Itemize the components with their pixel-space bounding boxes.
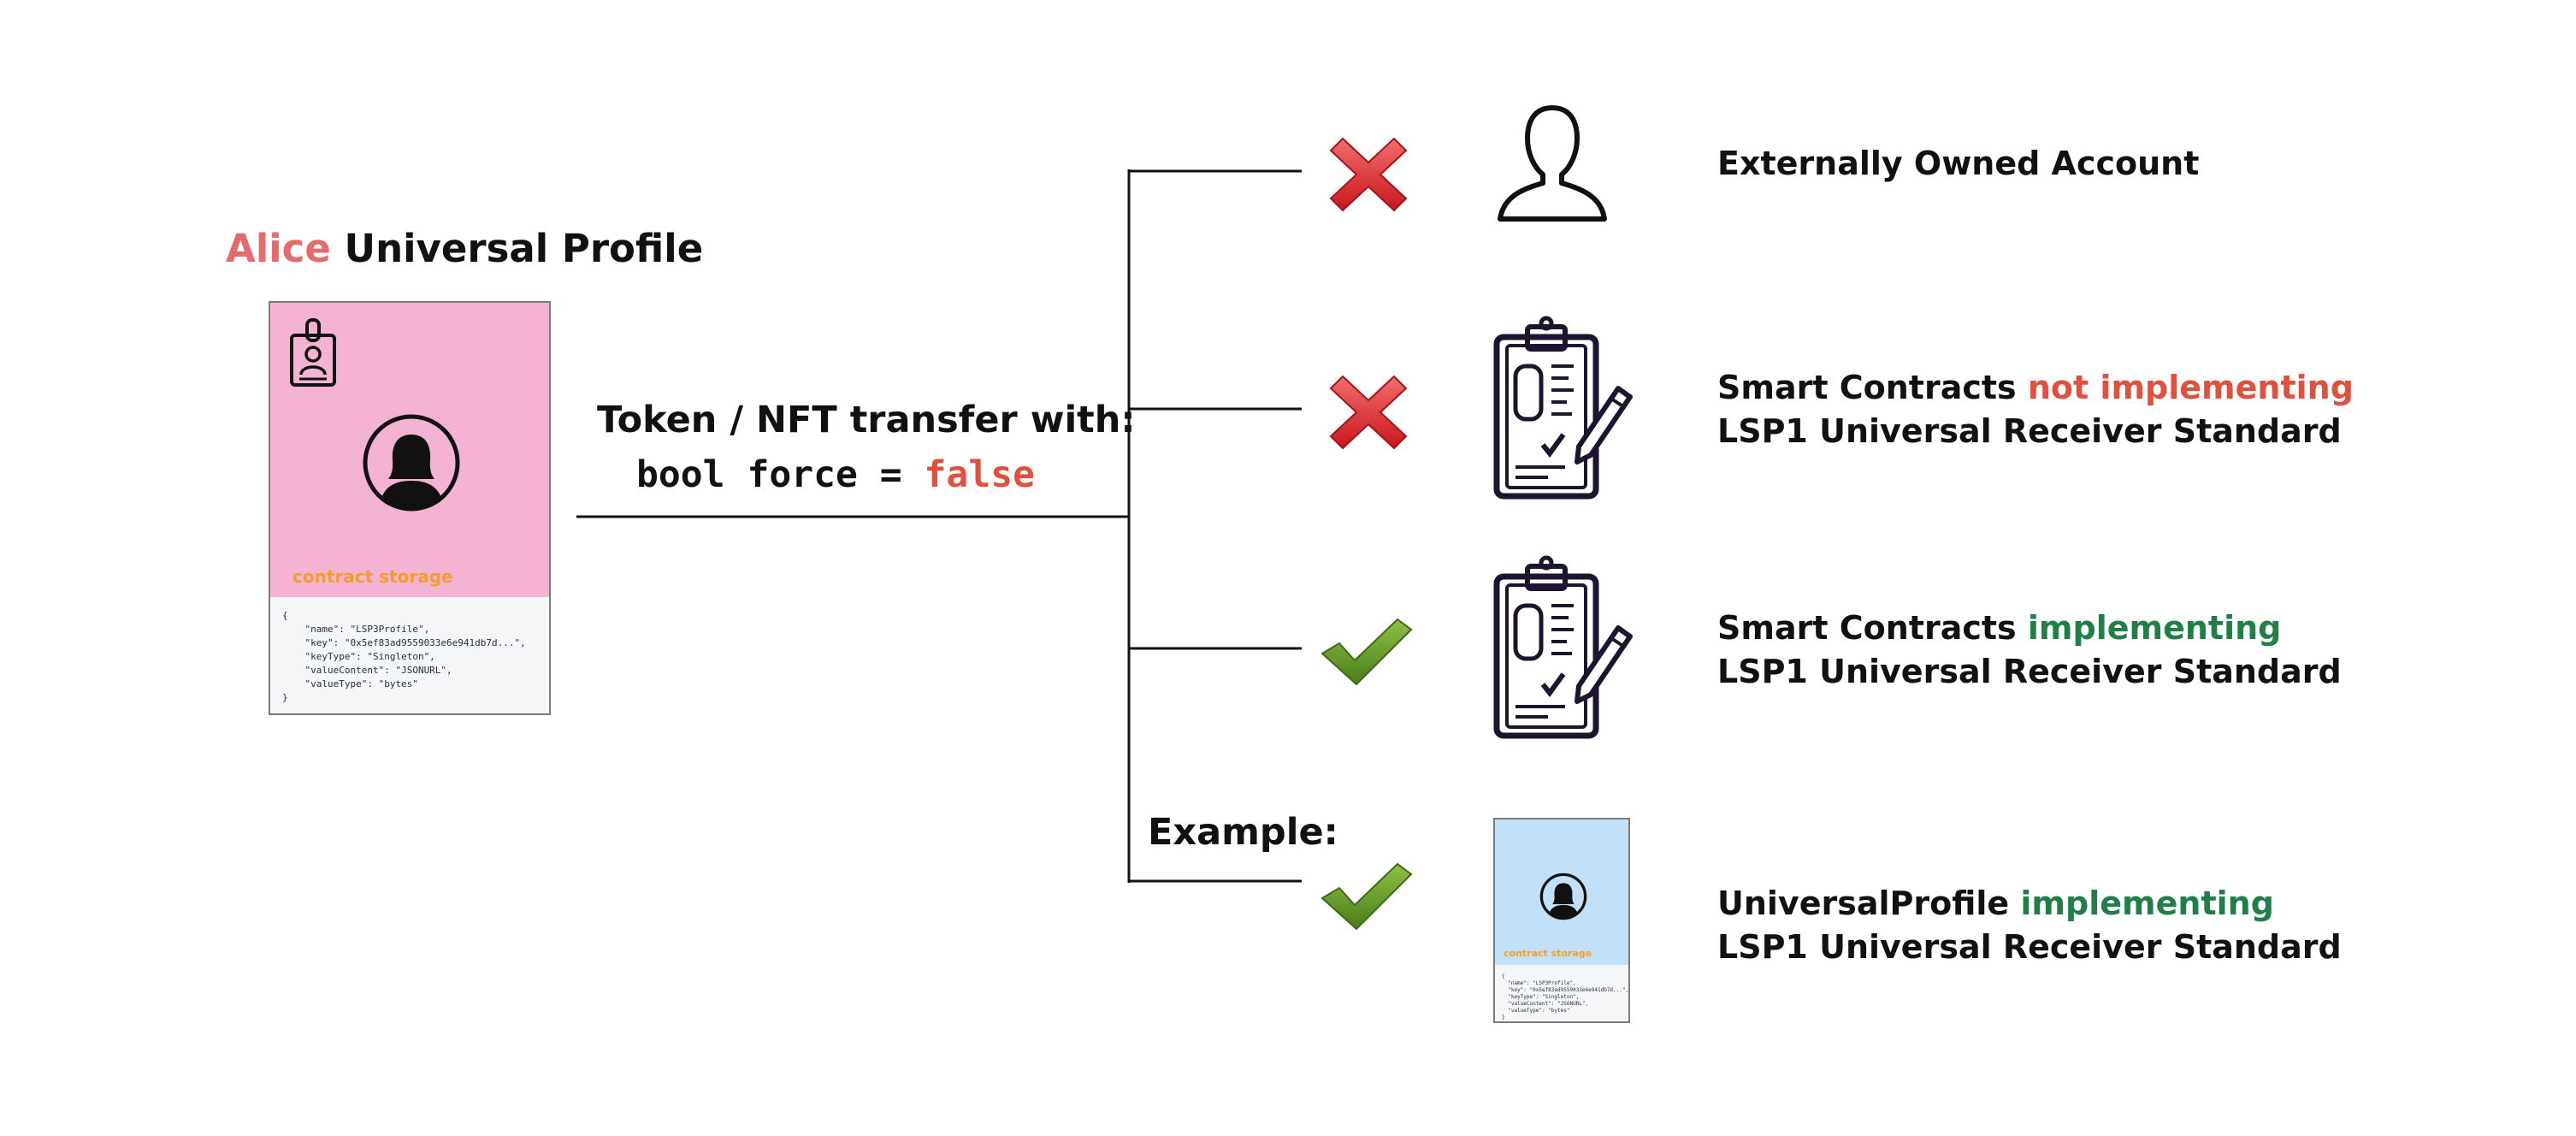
recipient-line1: Externally Owned Account [1717,145,2200,182]
universal-profile-card: contract storage { "name": "LSP3Profile"… [269,301,551,715]
recipient-eoa-label: Externally Owned Account [1717,142,2199,186]
green-check-icon [1320,862,1413,931]
contract-storage-code: { "name": "LSP3Profile", "key": "0x5ef83… [1502,973,1629,1021]
recipient-sc-implementing-label: Smart Contracts implementing LSP1 Univer… [1717,606,2342,694]
clipboard-contract-icon [1493,555,1633,739]
sender-name: Alice [226,226,331,271]
avatar-icon [1539,873,1587,920]
id-badge-icon [290,318,336,387]
recipient-sc-not-implementing-label: Smart Contracts not implementing LSP1 Un… [1717,366,2354,453]
sender-title-rest: Universal Profile [344,226,704,271]
recipient-line1-highlight: implementing [2020,885,2274,922]
force-parameter: bool force = false [636,453,1035,496]
contract-storage-code: { "name": "LSP3Profile", "key": "0x5ef83… [282,610,526,703]
person-silhouette-icon [1498,105,1607,222]
recipient-line2: LSP1 Universal Receiver Standard [1717,412,2342,450]
force-parameter-prefix: bool force = [636,453,925,496]
red-cross-icon [1329,137,1408,212]
green-check-icon [1320,618,1413,686]
recipient-line2: LSP1 Universal Receiver Standard [1717,928,2342,966]
recipient-line1-highlight: not implementing [2027,369,2354,406]
contract-storage-label: contract storage [292,566,453,587]
recipient-line2: LSP1 Universal Receiver Standard [1717,653,2342,690]
recipient-line1-prefix: Smart Contracts [1717,609,2028,647]
avatar-icon [363,414,460,512]
transfer-label: Token / NFT transfer with: [597,399,1136,441]
recipient-line1-prefix: UniversalProfile [1717,885,2021,922]
sender-title: Alice Universal Profile [226,226,703,271]
force-parameter-value: false [924,453,1035,496]
recipient-line1-prefix: Smart Contracts [1717,369,2028,406]
recipient-line1-highlight: implementing [2027,609,2282,647]
clipboard-contract-icon [1493,316,1633,500]
recipient-up-implementing-label: UniversalProfile implementing LSP1 Unive… [1717,882,2342,969]
universal-profile-card-icon: contract storage { "name": "LSP3Profile"… [1493,818,1630,1023]
example-label: Example: [1148,811,1338,854]
red-cross-icon [1329,375,1408,450]
contract-storage-label: contract storage [1504,948,1592,959]
